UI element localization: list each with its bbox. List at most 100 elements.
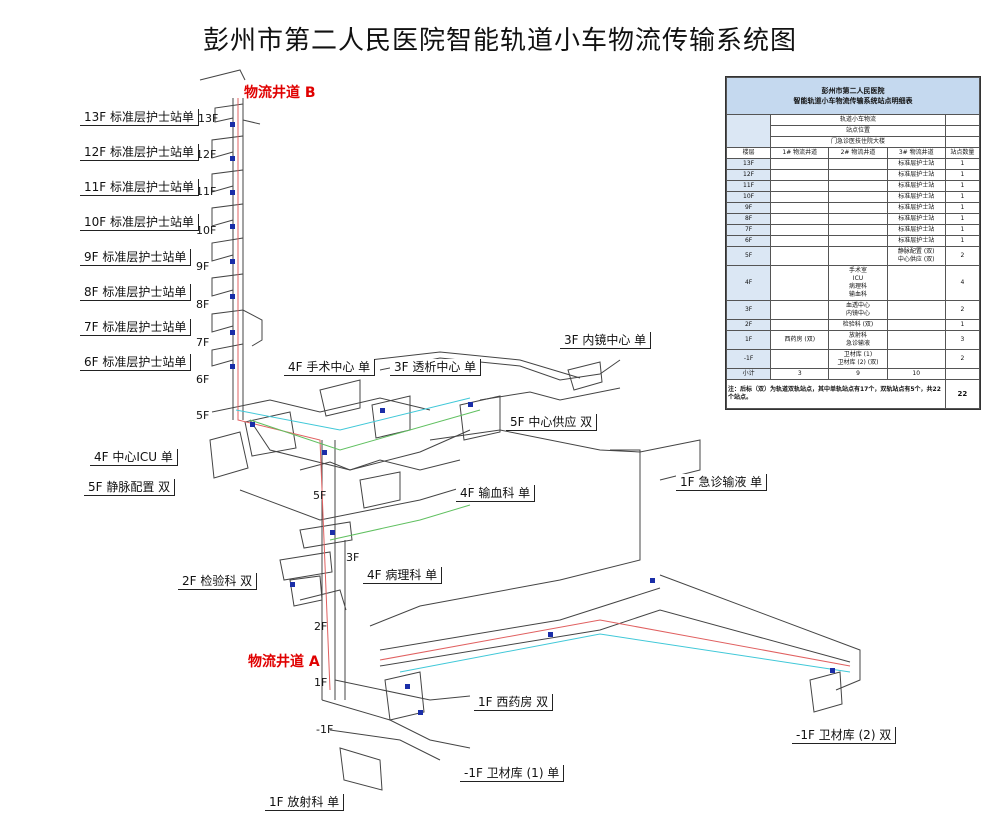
legend-cell-n: 1 — [944, 202, 981, 214]
floor-mark-2f: 2F — [314, 620, 328, 633]
station-weicai2: -1F 卫材库 (2) 双 — [792, 727, 897, 744]
legend-cell-n: 1 — [944, 319, 981, 331]
legend-cell-c2 — [828, 246, 888, 266]
station-detail-table: 彭州市第二人民医院 智能轨道小车物流传输系统站点明细表 轨道小车物流 站点位置 … — [725, 76, 981, 410]
legend-cell-floor: 13F — [725, 158, 772, 170]
legend-note: 注：后标（双）为轨道双轨站点，其中单轨站点有17个，双轨站点有5个，共22个站点… — [726, 379, 946, 409]
station-weicai1: -1F 卫材库 (1) 单 — [460, 765, 565, 782]
legend-cell-c2: 放射科 急诊输液 — [828, 330, 888, 350]
legend-cell-c3 — [886, 319, 946, 331]
legend-cell-n: 4 — [944, 265, 981, 301]
legend-cell-c3 — [886, 300, 946, 320]
station-fangshe: 1F 放射科 单 — [265, 794, 345, 811]
station-jizhen: 1F 急诊输液 单 — [676, 474, 768, 491]
legend-cell-c1 — [770, 180, 830, 192]
legend-cell-c1 — [770, 158, 830, 170]
legend-cell-c1 — [770, 265, 830, 301]
legend-blank-cell — [944, 125, 981, 137]
station-shuxue: 4F 输血科 单 — [456, 485, 536, 502]
legend-title: 彭州市第二人民医院 智能轨道小车物流传输系统站点明细表 — [726, 77, 980, 115]
legend-location: 站点位置 — [770, 125, 946, 137]
legend-cell-c1 — [770, 202, 830, 214]
legend-cell-c3: 标准层护士站 — [886, 213, 946, 225]
floor-mark-13f: 13F — [198, 112, 219, 125]
legend-blank-cell — [725, 114, 772, 148]
legend-cell-n: 1 — [944, 224, 981, 236]
legend-title-line2: 智能轨道小车物流传输系统站点明细表 — [793, 97, 913, 105]
legend-cell-c2 — [828, 180, 888, 192]
legend-cell-c1 — [770, 169, 830, 181]
legend-system: 轨道小车物流 — [770, 114, 946, 126]
legend-cell-c3: 标准层护士站 — [886, 180, 946, 192]
legend-cell-n: 2 — [944, 300, 981, 320]
legend-cell-c1 — [770, 319, 830, 331]
legend-cell-c1 — [770, 235, 830, 247]
station-shoushu: 4F 手术中心 单 — [284, 359, 376, 376]
legend-cell-c1 — [770, 224, 830, 236]
legend-cell-floor: 1F — [725, 330, 772, 350]
legend-col-header: 楼层 — [725, 147, 772, 159]
station-12f: 12F 标准层护士站单 — [80, 144, 199, 161]
legend-cell-c3 — [886, 265, 946, 301]
legend-cell-c1: 3 — [770, 368, 830, 380]
legend-cell-c1 — [770, 300, 830, 320]
legend-cell-c1 — [770, 349, 830, 369]
legend-cell-c3: 标准层护士站 — [886, 235, 946, 247]
legend-cell-floor: 小计 — [725, 368, 772, 380]
legend-cell-floor: 7F — [725, 224, 772, 236]
station-8f: 8F 标准层护士站单 — [80, 284, 192, 301]
legend-cell-c1: 西药房 (双) — [770, 330, 830, 350]
legend-cell-c2 — [828, 169, 888, 181]
legend-cell-c3: 静脉配置 (双) 中心供应 (双) — [886, 246, 946, 266]
station-touxi: 3F 透析中心 单 — [390, 359, 482, 376]
legend-cell-c3 — [886, 349, 946, 369]
station-7f: 7F 标准层护士站单 — [80, 319, 192, 336]
shaft-a-label: 物流井道 A — [248, 654, 320, 670]
legend-cell-floor: 2F — [725, 319, 772, 331]
legend-cell-c1 — [770, 191, 830, 203]
legend-cell-c3: 标准层护士站 — [886, 169, 946, 181]
legend-cell-c1 — [770, 246, 830, 266]
legend-cell-c3: 标准层护士站 — [886, 158, 946, 170]
legend-cell-c2 — [828, 224, 888, 236]
legend-blank-cell — [944, 136, 981, 148]
legend-col-header: 1# 物流井道 — [770, 147, 830, 159]
floor-mark-5f-a: 5F — [313, 489, 327, 502]
legend-cell-n: 1 — [944, 213, 981, 225]
floor-mark-12f: 12F — [196, 148, 217, 161]
floor-mark-1f: 1F — [314, 676, 328, 689]
legend-cell-c3: 标准层护士站 — [886, 224, 946, 236]
legend-cell-n: 1 — [944, 169, 981, 181]
legend-cell-floor: 9F — [725, 202, 772, 214]
legend-cell-c2 — [828, 191, 888, 203]
legend-cell-n: 1 — [944, 235, 981, 247]
legend-col-header: 3# 物流井道 — [886, 147, 946, 159]
floor-mark-6f: 6F — [196, 373, 210, 386]
legend-cell-c2 — [828, 202, 888, 214]
legend-cell-n — [944, 368, 981, 380]
legend-total: 22 — [944, 379, 981, 409]
station-xiyao: 1F 西药房 双 — [474, 694, 554, 711]
legend-cell-n: 1 — [944, 180, 981, 192]
floor-mark-7f: 7F — [196, 336, 210, 349]
station-icu: 4F 中心ICU 单 — [90, 449, 178, 466]
legend-cell-floor: 11F — [725, 180, 772, 192]
legend-cell-c1 — [770, 213, 830, 225]
diagram-title: 彭州市第二人民医院智能轨道小车物流传输系统图 — [202, 26, 797, 56]
station-gongying: 5F 中心供应 双 — [506, 414, 598, 431]
legend-cell-n: 2 — [944, 246, 981, 266]
station-6f: 6F 标准层护士站单 — [80, 354, 192, 371]
station-jingmai: 5F 静脉配置 双 — [84, 479, 176, 496]
